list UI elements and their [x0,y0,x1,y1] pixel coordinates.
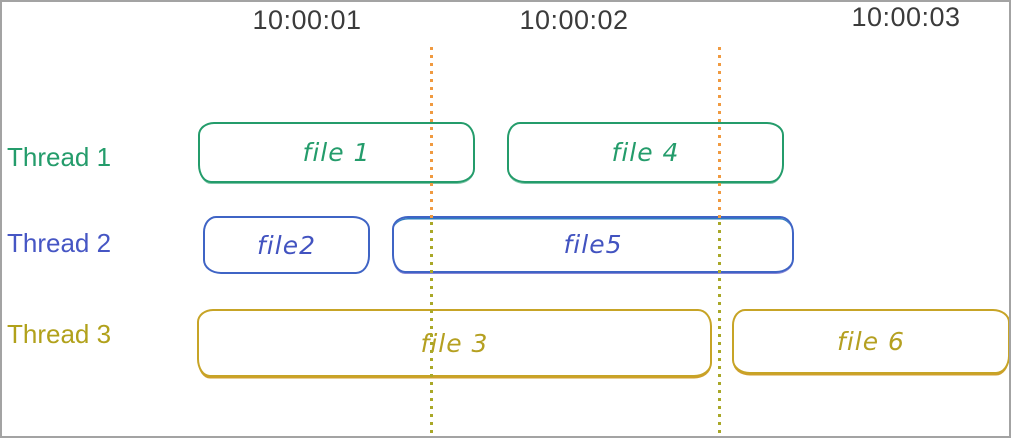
thread-3-label: Thread 3 [7,319,112,349]
task-box-file-6: file 6 [732,309,1009,374]
task-box-file2: file2 [203,216,370,274]
timestamp-label-1: 10:00:01 [252,5,362,35]
timestamp-label-3: 10:00:03 [851,2,961,32]
timestamp-label-2: 10:00:02 [519,5,629,35]
thread-2-label: Thread 2 [7,228,112,258]
task-label-file-4: file 4 [611,138,680,167]
task-label-file-1: file 1 [302,138,371,167]
task-label-file-6: file 6 [837,327,905,356]
task-label-file2: file2 [257,230,316,260]
task-label-file-3: file 3 [420,328,489,358]
task-box-file5: file5 [392,216,794,273]
task-box-file-4: file 4 [507,122,784,183]
task-box-file-1: file 1 [198,122,475,183]
task-label-file5: file5 [563,230,623,259]
thread-1-label: Thread 1 [7,142,112,172]
task-box-file-3: file 3 [197,309,712,377]
